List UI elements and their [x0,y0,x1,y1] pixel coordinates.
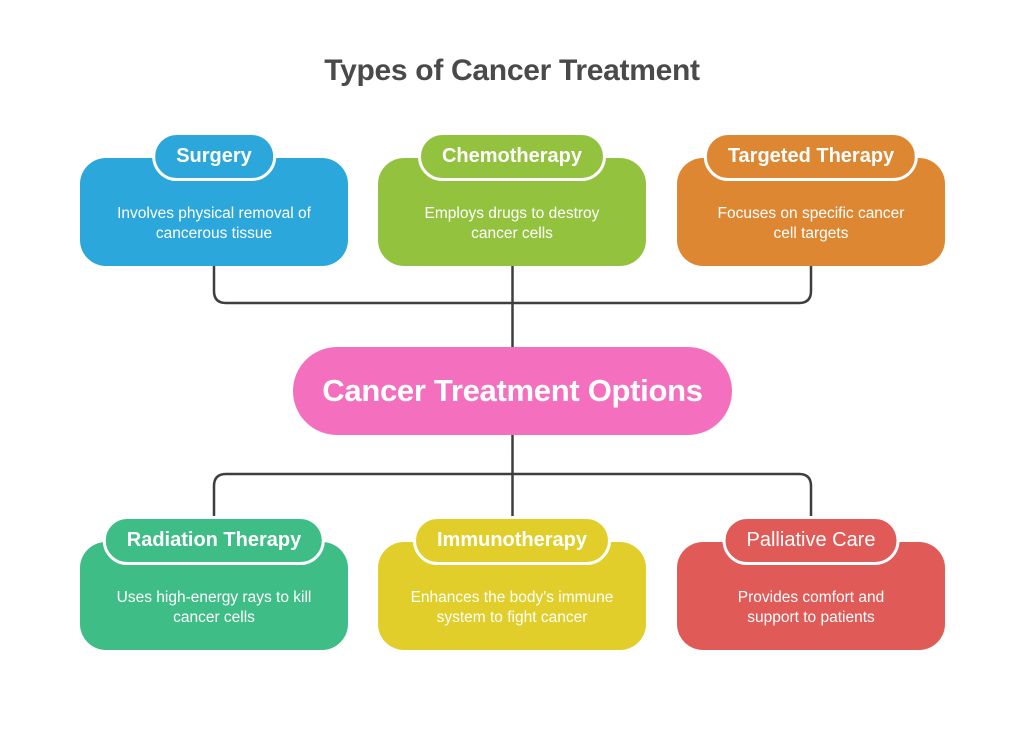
node-targeted-therapy: Targeted Therapy Focuses on specific can… [677,132,945,266]
node-immunotherapy-header: Immunotherapy [412,516,612,565]
node-surgery-title: Surgery [176,145,252,167]
node-chemotherapy-description: Employs drugs to destroy cancer cells [424,205,600,242]
node-palliative-care: Palliative Care Provides comfort and sup… [677,516,945,650]
node-palliative-care-description: Provides comfort and support to patients [737,589,885,626]
node-radiation-therapy-title: Radiation Therapy [126,529,302,551]
node-targeted-therapy-header: Targeted Therapy [703,132,919,181]
page-title: Types of Cancer Treatment [324,54,700,87]
node-radiation-therapy-description: Uses high-energy rays to kill cancer cel… [116,589,312,626]
node-targeted-therapy-title: Targeted Therapy [727,145,895,167]
node-chemotherapy-header: Chemotherapy [417,132,607,181]
node-targeted-therapy-description: Focuses on specific cancer cell targets [717,205,905,242]
node-cancer-treatment-options: Cancer Treatment Options [293,347,732,435]
node-radiation-therapy: Radiation Therapy Uses high-energy rays … [80,516,348,650]
node-immunotherapy: Immunotherapy Enhances the body's immune… [378,516,646,650]
node-radiation-therapy-header: Radiation Therapy [102,516,326,565]
node-chemotherapy-title: Chemotherapy [441,145,583,167]
node-immunotherapy-description: Enhances the body's immune system to fig… [410,589,614,626]
center-node-label: Cancer Treatment Options [322,373,703,408]
connector-bottom-bracket [212,472,813,523]
node-palliative-care-title: Palliative Care [746,529,876,551]
node-palliative-care-header: Palliative Care [722,516,900,565]
node-immunotherapy-title: Immunotherapy [436,529,588,551]
node-surgery-description: Involves physical removal of cancerous t… [117,205,311,242]
node-chemotherapy: Chemotherapy Employs drugs to destroy ca… [378,132,646,266]
node-surgery: Surgery Involves physical removal of can… [80,132,348,266]
node-surgery-header: Surgery [152,132,276,181]
